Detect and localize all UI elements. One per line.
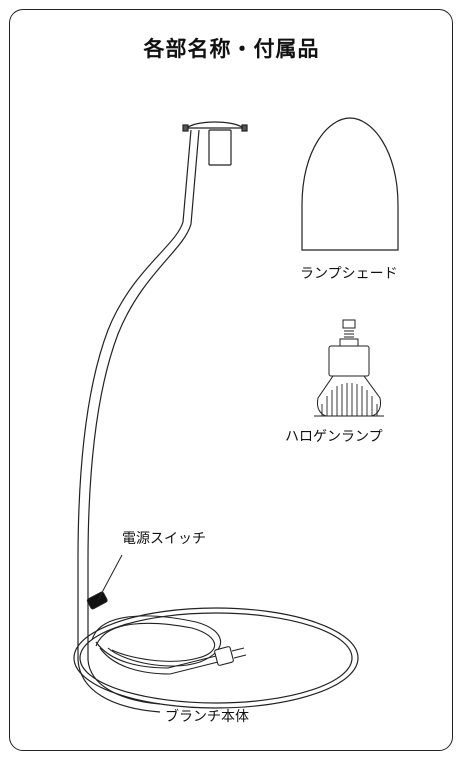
branch-body-label: ブランチ本体 <box>165 709 249 725</box>
halogen-lamp-label: ハロゲンランプ <box>285 429 383 445</box>
power-cord <box>91 615 222 675</box>
power-plug <box>214 646 247 666</box>
lamp-holder <box>182 121 248 166</box>
power-switch <box>86 591 108 610</box>
switch-leader-line <box>97 554 123 601</box>
power-switch-label: 電源スイッチ <box>122 531 206 547</box>
halogen-lamp-drawing <box>314 319 384 417</box>
halogen-reflector-ribs <box>321 383 378 416</box>
branch-pole <box>77 129 200 660</box>
lamp-shade-drawing <box>301 117 399 251</box>
diagram-frame <box>9 9 453 751</box>
branch-base <box>73 607 359 713</box>
page-title: 各部名称・付属品 <box>143 37 320 61</box>
lamp-shade-label: ランプシェード <box>300 266 398 282</box>
